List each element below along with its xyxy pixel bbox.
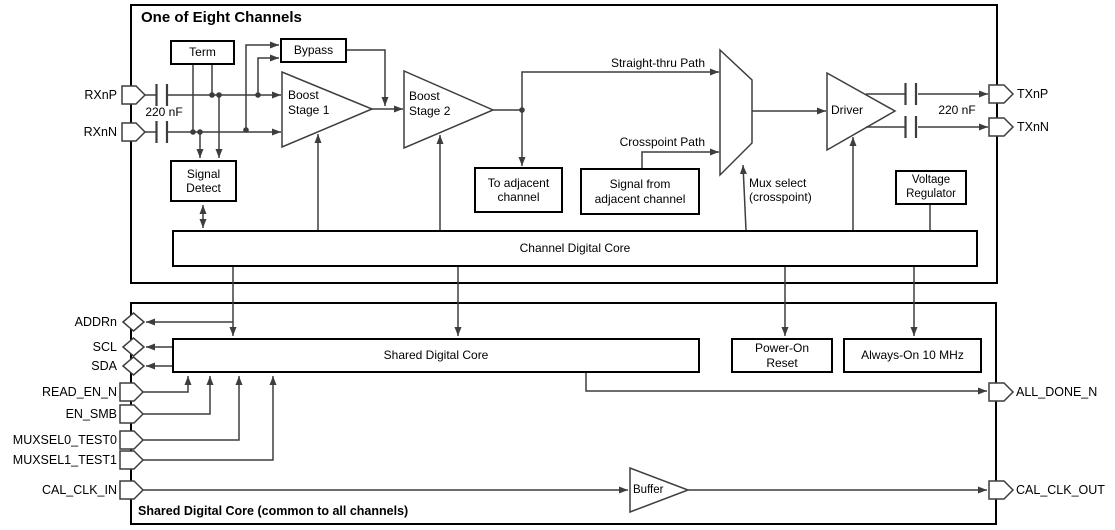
channel-box-title: One of Eight Channels [141,9,302,26]
term-block: Term [170,40,235,65]
always-on-label: Always-On 10 MHz [861,348,964,363]
shared-box-footer: Shared Digital Core (common to all chann… [138,504,409,518]
cap-in-label: 220 nF [145,105,183,119]
por-line1: Power-On [754,341,810,356]
boost-stage2-label: Boost Stage 2 [409,89,451,118]
voltage-reg-line2: Regulator [906,187,956,200]
voltage-reg-line1: Voltage [911,173,951,186]
cal-clk-in-pin-label: CAL_CLK_IN [41,483,117,497]
txnn-pin-label: TXnN [1017,120,1049,134]
buffer-label: Buffer [633,484,664,496]
signal-from-adjacent-block: Signal from adjacent channel [580,168,700,215]
read-en-n-pin-label: READ_EN_N [41,385,117,399]
crosspoint-path-label: Crosspoint Path [619,135,705,149]
term-label: Term [189,45,216,60]
boost-stage1-label: Boost Stage 1 [288,88,330,117]
rxnn-pin-label: RXnN [83,125,117,139]
to-adjacent-line2: channel [497,190,540,204]
en-smb-pin-label: EN_SMB [65,407,117,421]
shared-box [130,302,997,525]
voltage-regulator-block: Voltage Regulator [895,170,967,205]
signal-from-line2: adjacent channel [594,191,686,206]
shared-digital-core-block: Shared Digital Core [172,338,700,373]
channel-box [130,4,998,284]
driver-label: Driver [831,103,863,117]
power-on-reset-block: Power-On Reset [731,338,833,373]
txnp-pin-label: TXnP [1017,87,1049,101]
por-line2: Reset [766,355,798,370]
signal-detect-block: Signal Detect [170,160,237,202]
rxnp-pin-label: RXnP [84,88,117,102]
signal-detect-line2: Detect [186,181,221,195]
cal-clk-out-pin-label: CAL_CLK_OUT [1016,483,1105,497]
channel-digital-core-block: Channel Digital Core [172,230,978,267]
bypass-block: Bypass [280,38,347,63]
to-adjacent-line1: To adjacent [487,175,550,190]
all-done-n-pin-label: ALL_DONE_N [1016,385,1098,399]
channel-digital-core-label: Channel Digital Core [519,241,631,256]
mux-select-label: Mux select (crosspoint) [749,176,812,205]
straight-thru-path-label: Straight-thru Path [610,56,705,70]
always-on-10mhz-block: Always-On 10 MHz [843,338,982,373]
addrn-pin-label: ADDRn [74,315,117,329]
signal-detect-line1: Signal [186,166,221,181]
scl-pin-label: SCL [92,340,117,354]
cap-out-label: 220 nF [938,103,976,117]
muxsel0-test0-pin-label: MUXSEL0_TEST0 [12,433,117,447]
signal-from-line1: Signal from [609,177,671,192]
shared-digital-core-label: Shared Digital Core [383,348,489,363]
sda-pin-label: SDA [91,359,117,373]
bypass-label: Bypass [293,43,334,58]
to-adjacent-channel-block: To adjacent channel [474,167,563,213]
muxsel1-test1-pin-label: MUXSEL1_TEST1 [12,453,117,467]
